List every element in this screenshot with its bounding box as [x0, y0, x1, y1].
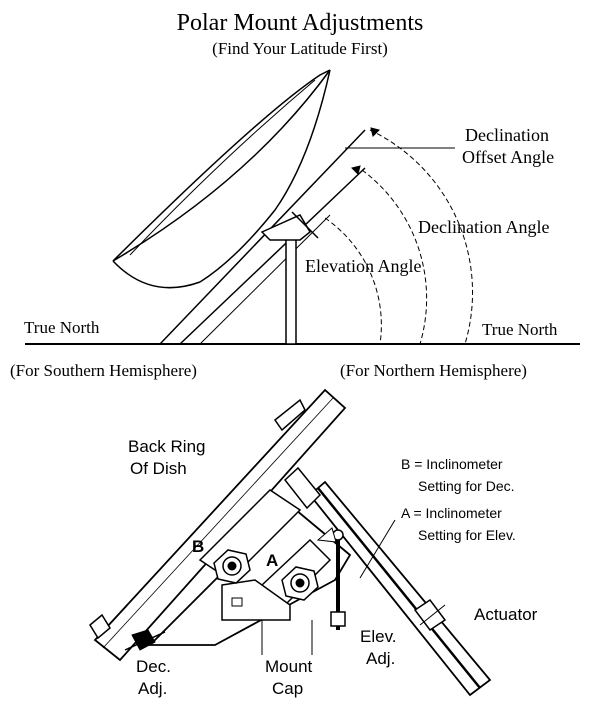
dish-front-curve — [199, 69, 331, 283]
label-dec-adj-2: Adj. — [138, 679, 167, 698]
marker-a: A — [266, 551, 278, 570]
mount-post — [285, 234, 297, 345]
top-diagram — [25, 69, 580, 345]
label-declination-offset-2: Offset Angle — [462, 147, 554, 167]
label-elev-adj-2: Adj. — [366, 649, 395, 668]
diagram-subtitle: (Find Your Latitude First) — [212, 39, 388, 58]
label-dec-adj-1: Dec. — [136, 657, 171, 676]
bolt-a-center — [295, 578, 305, 588]
label-elev-adj-1: Elev. — [360, 627, 397, 646]
ring-clamp-top — [273, 398, 306, 432]
declination-axis — [179, 167, 366, 345]
label-actuator: Actuator — [474, 605, 538, 624]
mount-cap-block — [221, 579, 291, 621]
actuator-rod — [317, 487, 481, 689]
pivot-marker — [316, 527, 337, 543]
elevation-angle-arc — [324, 217, 382, 345]
bolt-b-center — [227, 561, 237, 571]
label-back-ring-1: Back Ring — [128, 437, 205, 456]
arrowhead-declination — [351, 165, 361, 175]
actuator-collar — [413, 598, 447, 632]
dec-adj-rod — [124, 631, 166, 651]
dish-rim-lower — [112, 260, 201, 289]
legend-a-line2: Setting for Elev. — [418, 527, 516, 543]
label-true-north-left: True North — [24, 318, 100, 337]
declination-angle-arc — [361, 169, 428, 345]
legend-a-line1: A = Inclinometer — [401, 505, 502, 521]
back-ring-inner-line — [102, 397, 334, 649]
declination-offset-arc — [369, 129, 474, 345]
back-ring-bar — [93, 388, 347, 662]
elevation-axis — [199, 214, 331, 345]
label-southern-hemisphere: (For Southern Hemisphere) — [10, 361, 197, 380]
actuator-collar-line — [419, 604, 446, 626]
elev-adj-nut — [330, 611, 346, 627]
arrowhead-offset — [370, 127, 380, 137]
ring-clamp-bottom — [89, 613, 111, 640]
mount-bracket — [291, 211, 319, 239]
legend-leader — [359, 519, 396, 579]
bottom-diagram — [89, 388, 492, 697]
dish-inner-line — [129, 79, 316, 256]
diagram-title: Polar Mount Adjustments — [177, 10, 424, 36]
legend-b-line2: Setting for Dec. — [418, 478, 515, 494]
label-northern-hemisphere: (For Northern Hemisphere) — [340, 361, 527, 380]
label-declination-angle: Declination Angle — [418, 217, 549, 237]
mount-head — [260, 214, 311, 241]
label-true-north-right: True North — [482, 320, 558, 339]
label-declination-offset-1: Declination — [465, 125, 549, 145]
mount-cap-hole — [231, 597, 243, 607]
declination-offset-axis — [159, 129, 366, 345]
actuator-clamp — [283, 466, 322, 510]
marker-b: B — [192, 537, 204, 556]
label-back-ring-2: Of Dish — [130, 459, 187, 478]
label-mount-cap-1: Mount — [265, 657, 313, 676]
label-mount-cap-2: Cap — [272, 679, 303, 698]
legend-b-line1: B = Inclinometer — [401, 456, 503, 472]
label-elevation-angle: Elevation Angle — [305, 256, 421, 276]
